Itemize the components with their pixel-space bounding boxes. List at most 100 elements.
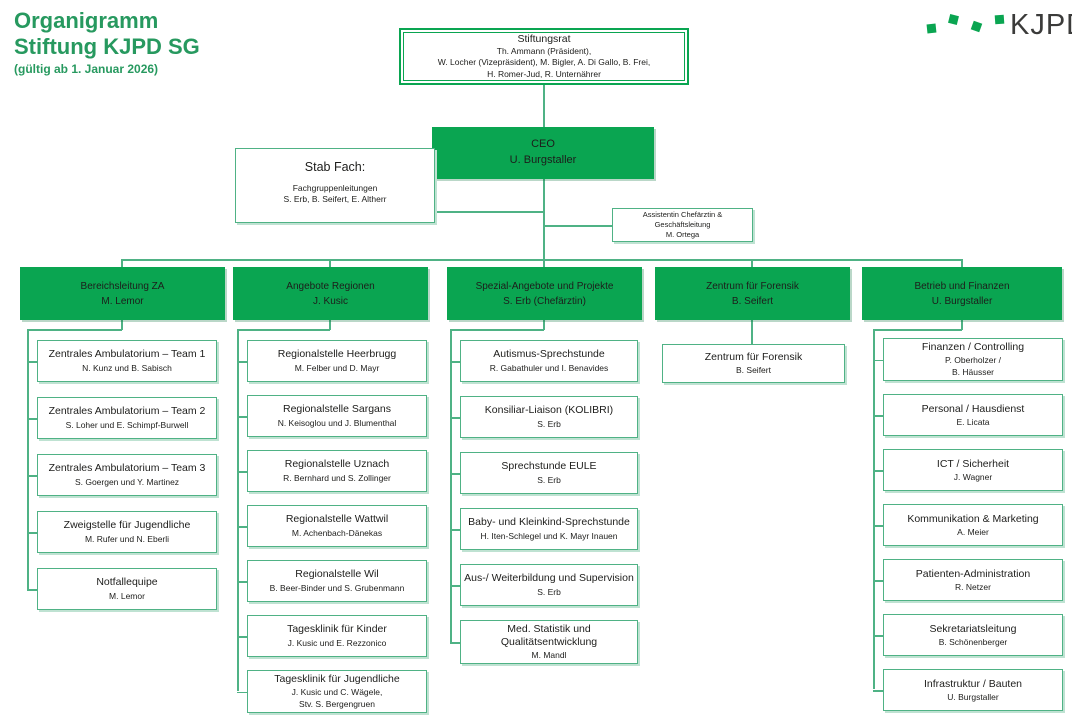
logo-wordmark: KJPD	[1010, 9, 1072, 41]
unit-names: Stv. S. Bergengruen	[299, 699, 375, 710]
connector-col2-down	[329, 320, 331, 330]
unit-title: Sprechstunde EULE	[501, 460, 597, 473]
unit-names: J. Kusic und E. Rezzonico	[287, 637, 387, 648]
unit-title: Finanzen / Controlling	[921, 341, 1025, 353]
unit-title: Zentrales Ambulatorium – Team 1	[48, 348, 206, 361]
unit-names: S. Erb	[537, 586, 561, 597]
department-lead: U. Burgstaller	[931, 295, 993, 307]
unit-box: Zentrum für Forensik B. Seifert	[662, 344, 845, 383]
assistant-line: Assistentin Chefärztin &	[642, 210, 723, 220]
unit-names: M. Lemor	[109, 590, 145, 601]
department-title: Angebote Regionen	[286, 280, 375, 292]
connector-staff	[435, 211, 543, 213]
unit-title: ICT / Sicherheit	[936, 457, 1010, 470]
department-units: Zentrum für Forensik B. Seifert	[662, 344, 845, 383]
unit-title: Notfallequipe	[96, 576, 158, 589]
page-title-validity: (gültig ab 1. Januar 2026)	[14, 61, 159, 76]
page-title-line2: Stiftung KJPD SG	[14, 33, 200, 59]
department-header: Zentrum für Forensik B. Seifert	[655, 267, 850, 320]
department-lead: S. Erb (Chefärztin)	[503, 295, 586, 307]
department-header: Betrieb und Finanzen U. Burgstaller	[862, 267, 1062, 320]
connector-col5-down	[961, 320, 963, 330]
unit-title: Patienten-Administration	[915, 567, 1031, 580]
department-header: Bereichsleitung ZA M. Lemor	[20, 267, 225, 320]
connector-col2-trunk	[237, 329, 239, 691]
unit-title: Regionalstelle Wattwil	[285, 513, 389, 526]
unit-names: J. Kusic und C. Wägele,	[291, 687, 383, 698]
connector-col5-trunk	[873, 329, 875, 689]
ceo-box: CEO U. Burgstaller	[432, 127, 654, 179]
unit-names: A. Meier	[957, 526, 989, 537]
connector-col3-down	[543, 320, 545, 330]
unit-box: Konsiliar-Liaison (KOLIBRI)S. Erb	[450, 396, 638, 438]
unit-names: B. Beer-Binder und S. Grubenmann	[269, 582, 405, 593]
board-member-line: W. Locher (Vizepräsident), M. Bigler, A.…	[437, 57, 651, 68]
unit-title: Baby- und Kleinkind-Sprechstunde	[468, 516, 630, 529]
department-column-angebote-regionen: Angebote Regionen J. Kusic Regionalstell…	[233, 267, 428, 714]
page-title-line1: Organigramm	[14, 8, 159, 33]
unit-title: Infrastruktur / Bauten	[923, 677, 1023, 690]
unit-names: J. Wagner	[953, 471, 993, 482]
unit-names: M. Rufer und N. Eberli	[84, 533, 170, 544]
unit-names: S. Loher und E. Schimpf-Burwell	[65, 419, 189, 430]
kjpd-logo: KJPD	[920, 6, 1072, 46]
unit-title: Med. Statistik und Qualitätsentwicklung	[500, 623, 598, 649]
unit-names: R. Gabathuler und I. Benavides	[489, 362, 609, 373]
unit-title: Tagesklinik für Jugendliche	[274, 673, 400, 685]
unit-names: R. Netzer	[955, 581, 991, 592]
unit-title: Autismus-Sprechstunde	[493, 348, 605, 361]
unit-names: S. Erb	[537, 474, 561, 485]
unit-names: P. Oberholzer /	[944, 355, 1002, 366]
connector-col1-elbow	[27, 329, 122, 331]
unit-names: S. Erb	[537, 418, 561, 429]
department-column-betrieb-finanzen: Betrieb und Finanzen U. Burgstaller Fina…	[862, 267, 1063, 712]
department-lead: J. Kusic	[312, 295, 348, 307]
unit-names: M. Achenbach-Dänekas	[291, 527, 383, 538]
connector-stub-dept1	[121, 259, 123, 267]
connector-board-ceo	[543, 85, 545, 127]
unit-names: E. Licata	[956, 416, 990, 427]
unit-names: R. Bernhard und S. Zollinger	[283, 472, 391, 483]
unit-title: Personal / Hausdienst	[921, 402, 1025, 415]
unit-title: Regionalstelle Sargans	[283, 403, 391, 416]
unit-names: B. Seifert	[736, 365, 771, 376]
board-box: Stiftungsrat Th. Ammann (Präsident), W. …	[399, 28, 689, 85]
department-header: Angebote Regionen J. Kusic	[233, 267, 428, 320]
unit-title: Zentrum für Forensik	[704, 350, 803, 363]
unit-box: Tagesklinik für Jugendliche J. Kusic und …	[237, 670, 427, 714]
connector-col3-elbow	[450, 329, 544, 331]
logo-square-icon	[994, 14, 1005, 25]
assistant-line: Geschäftsleitung	[654, 220, 711, 230]
page-title: Organigramm Stiftung KJPD SG (gültig ab …	[14, 8, 200, 76]
connector-distribution	[121, 259, 963, 261]
connector-col5-elbow	[873, 329, 962, 331]
staff-box: Stab Fach: Fachgruppenleitungen S. Erb, …	[235, 148, 435, 223]
assistant-line: M. Ortega	[665, 229, 700, 239]
staff-line: S. Erb, B. Seifert, E. Altherr	[283, 194, 387, 205]
department-title: Zentrum für Forensik	[706, 280, 799, 292]
connector-col1-trunk	[27, 329, 29, 589]
connector-stub-dept4	[751, 259, 753, 267]
unit-title: Regionalstelle Uznach	[284, 458, 390, 471]
logo-square-icon	[926, 23, 937, 34]
department-lead: M. Lemor	[101, 295, 144, 307]
connector-col3-trunk	[450, 329, 452, 643]
unit-title: Tagesklinik für Kinder	[287, 623, 387, 636]
unit-names: M. Mandl	[531, 650, 567, 661]
unit-title: Kommunikation & Marketing	[907, 512, 1039, 525]
